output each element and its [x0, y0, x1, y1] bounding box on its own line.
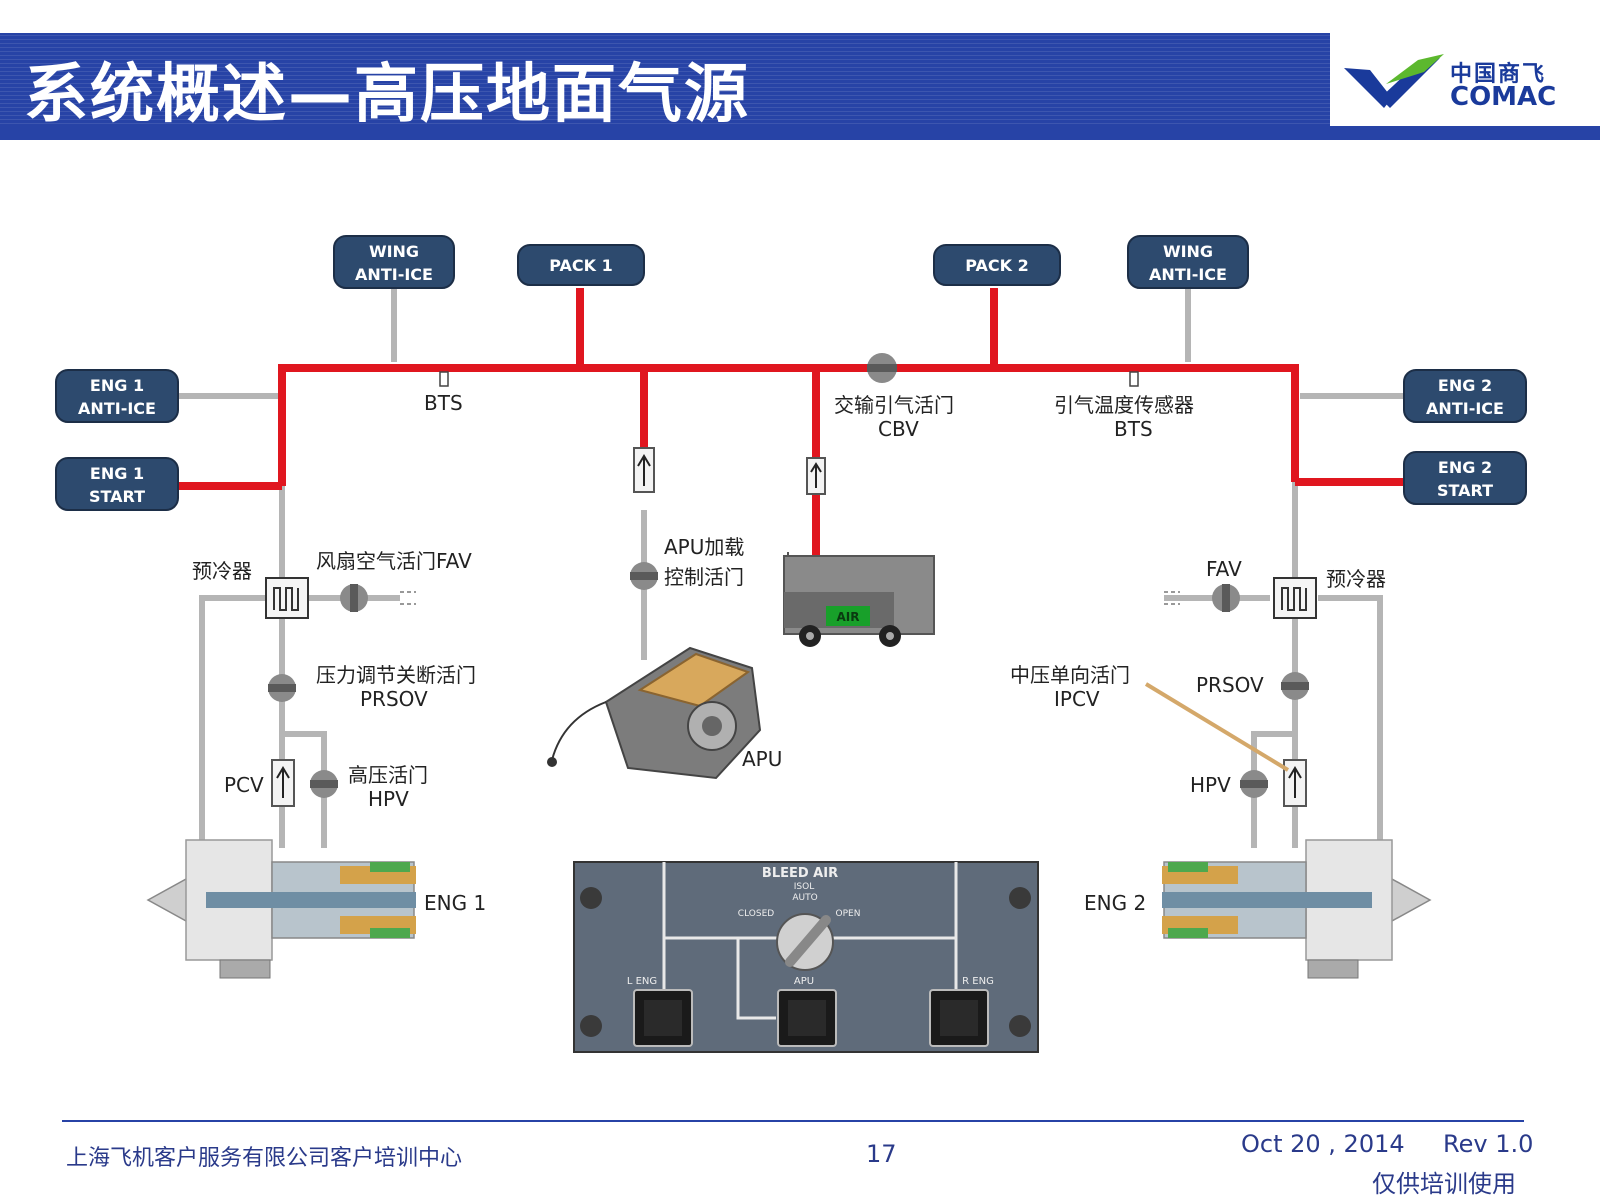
- label-hpv-left-cn: 高压活门: [348, 763, 428, 787]
- label-eng2: ENG 2: [1084, 891, 1146, 915]
- label-hpv-left: HPV: [368, 787, 409, 811]
- pill-eng2-anti-ice-line1: ENG 2: [1438, 376, 1492, 395]
- panel-isol-label: ISOL: [794, 882, 814, 892]
- panel-apu-label: APU: [794, 976, 814, 987]
- footer-note: 仅供培训使用: [1372, 1170, 1516, 1198]
- hpv-valve-right: [1240, 770, 1268, 798]
- label-pcv: PCV: [224, 773, 264, 797]
- footer-divider: [62, 1120, 1524, 1122]
- logo-cn-text: 中国商飞: [1450, 62, 1547, 87]
- pill-eng1-anti-ice: ENG 1 ANTI-ICE: [55, 369, 179, 423]
- engine-1-illustration: [146, 839, 416, 979]
- label-prsov-left-cn: 压力调节关断活门: [316, 663, 476, 687]
- label-precooler-left: 预冷器: [192, 559, 252, 583]
- butterfly-valves: [268, 562, 1309, 798]
- panel-l-eng-label: L ENG: [627, 976, 657, 987]
- pill-eng2-start: ENG 2 START: [1403, 451, 1527, 505]
- hpv-valve-left: [310, 770, 338, 798]
- label-hpv-right: HPV: [1190, 773, 1231, 797]
- pill-pack2-label: PACK 2: [965, 256, 1028, 275]
- pill-pack2: PACK 2: [933, 244, 1061, 286]
- page-number: 17: [866, 1140, 897, 1168]
- pill-eng1-anti-ice-line2: ANTI-ICE: [78, 399, 156, 418]
- fav-inlet-left: [400, 591, 416, 605]
- pill-pack1-label: PACK 1: [549, 256, 612, 275]
- pill-eng1-start: ENG 1 START: [55, 457, 179, 511]
- pill-pack1: PACK 1: [517, 244, 645, 286]
- logo-en-text: COMAC: [1450, 82, 1557, 112]
- pill-wing-anti-ice-left: WING ANTI-ICE: [333, 235, 455, 289]
- apu-unit: [547, 646, 762, 780]
- fav-valve-right: [1212, 584, 1240, 612]
- pill-eng2-anti-ice: ENG 2 ANTI-ICE: [1403, 369, 1527, 423]
- pcv-check-valve: [271, 759, 295, 807]
- panel-closed-label: CLOSED: [738, 909, 774, 919]
- label-apu-valve-line2: 控制活门: [664, 565, 744, 589]
- bts-sensor-right: [1129, 371, 1139, 387]
- pill-wing-anti-ice-right-line1: WING: [1163, 242, 1213, 261]
- r-eng-bleed-button[interactable]: [929, 989, 989, 1047]
- check-valve-cart: [806, 457, 826, 495]
- label-precooler-right: 预冷器: [1326, 567, 1386, 591]
- label-bts-right-cn: 引气温度传感器: [1054, 393, 1194, 417]
- footer-date: Oct 20 , 2014: [1241, 1130, 1405, 1158]
- fav-valve-left: [340, 584, 368, 612]
- panel-auto-label: AUTO: [792, 893, 817, 903]
- panel-title: BLEED AIR: [762, 866, 838, 881]
- apu-load-control-valve: [630, 562, 658, 590]
- label-fav-left: 风扇空气活门FAV: [316, 549, 472, 573]
- pill-wing-anti-ice-right: WING ANTI-ICE: [1127, 235, 1249, 289]
- label-ipcv: IPCV: [1054, 687, 1100, 711]
- cbv-valve: [867, 353, 897, 383]
- label-apu-valve-line1: APU加载: [664, 535, 744, 559]
- label-apu: APU: [742, 747, 782, 771]
- ipcv-check-valve: [1283, 759, 1307, 807]
- label-cbv: CBV: [878, 417, 919, 441]
- prsov-valve-right: [1281, 672, 1309, 700]
- pill-eng1-start-line1: ENG 1: [90, 464, 144, 483]
- header-underline: [0, 126, 1600, 140]
- precooler-left: [265, 577, 309, 619]
- cart-label: AIR: [837, 610, 860, 624]
- footer-revision: Rev 1.0: [1443, 1130, 1534, 1158]
- label-prsov-left: PRSOV: [360, 687, 428, 711]
- label-eng1: ENG 1: [424, 891, 486, 915]
- pill-eng2-start-line2: START: [1437, 481, 1493, 500]
- hot-ducts: [178, 288, 1404, 556]
- pill-eng2-start-line1: ENG 2: [1438, 458, 1492, 477]
- label-fav-right: FAV: [1206, 557, 1242, 581]
- label-ipcv-cn: 中压单向活门: [1010, 663, 1130, 687]
- pill-eng1-anti-ice-line1: ENG 1: [90, 376, 144, 395]
- check-valve-apu: [633, 447, 655, 493]
- label-bts-left: BTS: [424, 391, 463, 415]
- fav-inlet-right: [1164, 591, 1180, 605]
- header-bar: 系统概述—高压地面气源: [0, 33, 1330, 140]
- bleed-air-selector-knob[interactable]: [776, 913, 834, 971]
- bts-sensor-left: [439, 371, 449, 387]
- precooler-right: [1273, 577, 1317, 619]
- prsov-valve-left: [268, 674, 296, 702]
- comac-logo: 中国商飞 COMAC: [1340, 50, 1590, 120]
- label-prsov-right: PRSOV: [1196, 673, 1264, 697]
- label-bts-right: BTS: [1114, 417, 1153, 441]
- footer-company: 上海飞机客户服务有限公司客户培训中心: [66, 1146, 463, 1171]
- pill-eng1-start-line2: START: [89, 487, 145, 506]
- engine-2-illustration: [1162, 839, 1432, 979]
- label-cbv-cn: 交输引气活门: [834, 393, 954, 417]
- pill-wing-anti-ice-right-line2: ANTI-ICE: [1149, 265, 1227, 284]
- pill-wing-anti-ice-left-line2: ANTI-ICE: [355, 265, 433, 284]
- ipcv-pointer: [1144, 682, 1290, 772]
- panel-screws: [580, 887, 1031, 1037]
- apu-bleed-button[interactable]: [777, 989, 837, 1047]
- l-eng-bleed-button[interactable]: [633, 989, 693, 1047]
- pill-wing-anti-ice-left-line1: WING: [369, 242, 419, 261]
- comac-logo-icon: [1344, 54, 1444, 108]
- page-title: 系统概述—高压地面气源: [24, 58, 750, 132]
- bleed-air-panel: BLEED AIR ISOL AUTO CLOSED OPEN L ENG AP…: [573, 861, 1039, 1053]
- panel-open-label: OPEN: [836, 909, 861, 919]
- panel-r-eng-label: R ENG: [962, 976, 994, 987]
- pill-eng2-anti-ice-line2: ANTI-ICE: [1426, 399, 1504, 418]
- ground-air-cart: AIR: [783, 552, 935, 647]
